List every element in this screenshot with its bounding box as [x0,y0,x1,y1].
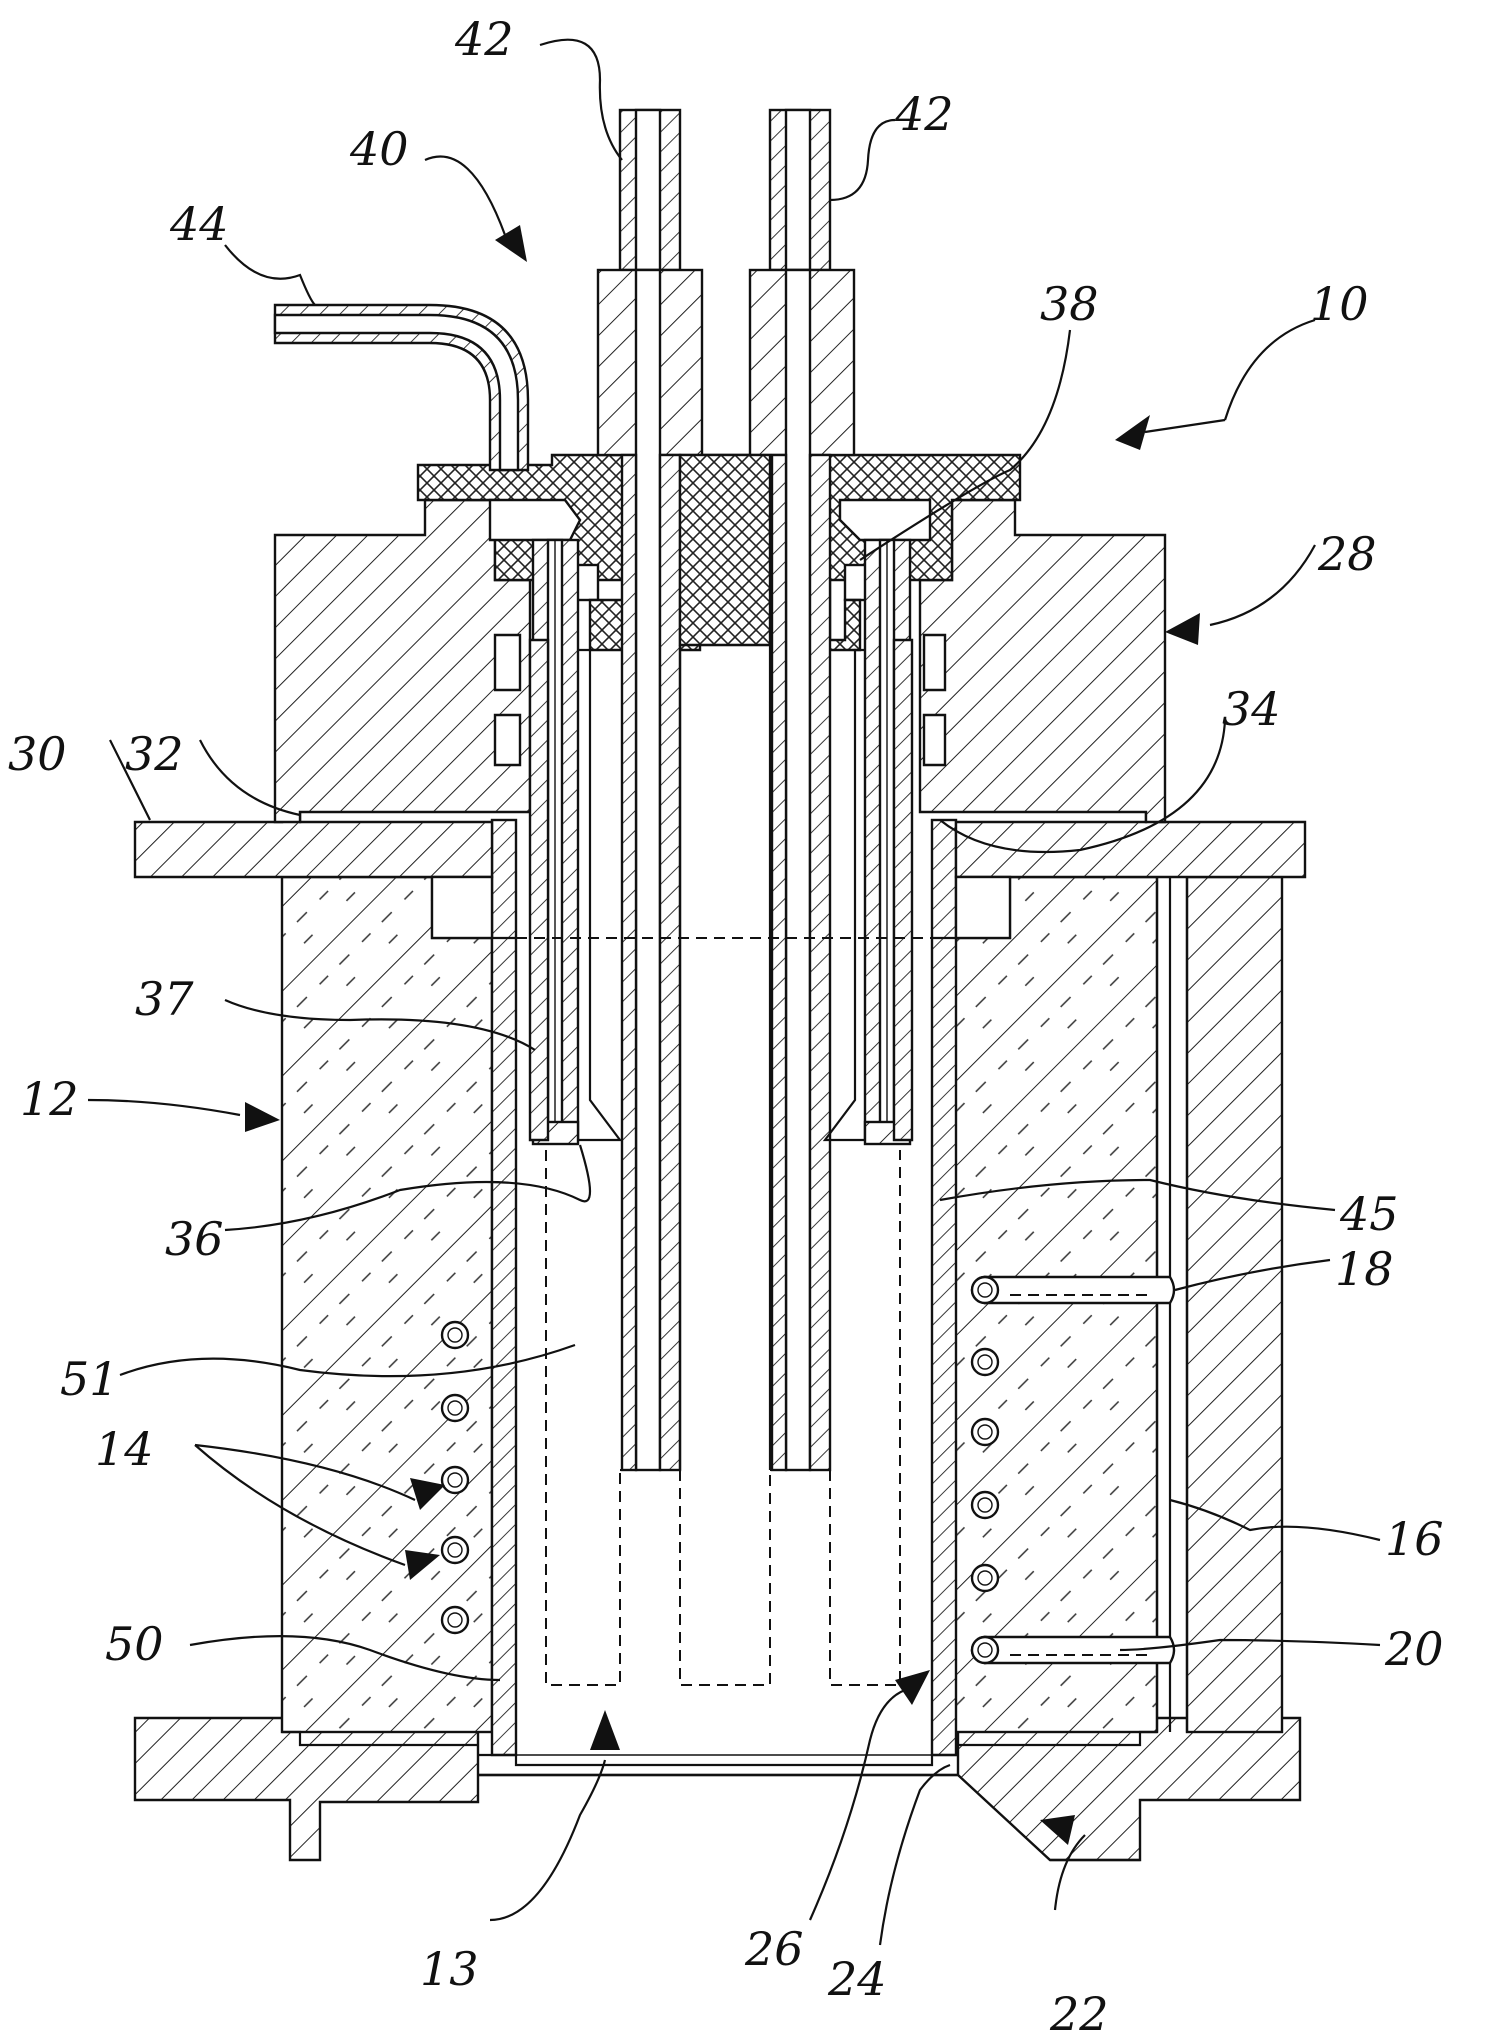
upper-housing-right [920,500,1165,822]
middle-flange [135,812,492,877]
label-45: 45 [1339,1187,1399,1241]
coil-lead-18 [985,1277,1174,1303]
label-10: 10 [1310,277,1369,331]
label-38: 38 [1040,277,1099,331]
label-12: 12 [20,1072,79,1126]
label-24: 24 [827,1952,887,2006]
coil-lead-20 [985,1637,1174,1663]
label-26: 26 [744,1922,804,1976]
liner-right-wall [932,820,956,1755]
label-42-top-left: 42 [454,12,514,66]
label-32: 32 [125,727,184,781]
label-42-top-right: 42 [894,87,954,141]
label-13: 13 [420,1942,479,1996]
left-insulation [282,877,492,1732]
label-28: 28 [1317,527,1377,581]
label-51: 51 [60,1352,119,1406]
label-18: 18 [1335,1242,1394,1296]
right-insulation [955,877,1157,1732]
label-50: 50 [105,1617,164,1671]
right-outer-shell [1187,877,1282,1732]
label-36: 36 [165,1212,224,1266]
label-34: 34 [1222,682,1281,736]
upper-housing-left [275,500,530,822]
liner-left-wall [492,820,516,1755]
label-37: 37 [135,972,194,1026]
label-30: 30 [8,727,67,781]
label-14: 14 [95,1422,154,1476]
label-20: 20 [1384,1622,1444,1676]
label-16: 16 [1385,1512,1444,1566]
label-40: 40 [349,122,409,176]
bottom-flange [135,1718,1300,1860]
label-22: 22 [1049,1987,1109,2039]
label-44: 44 [169,197,229,251]
